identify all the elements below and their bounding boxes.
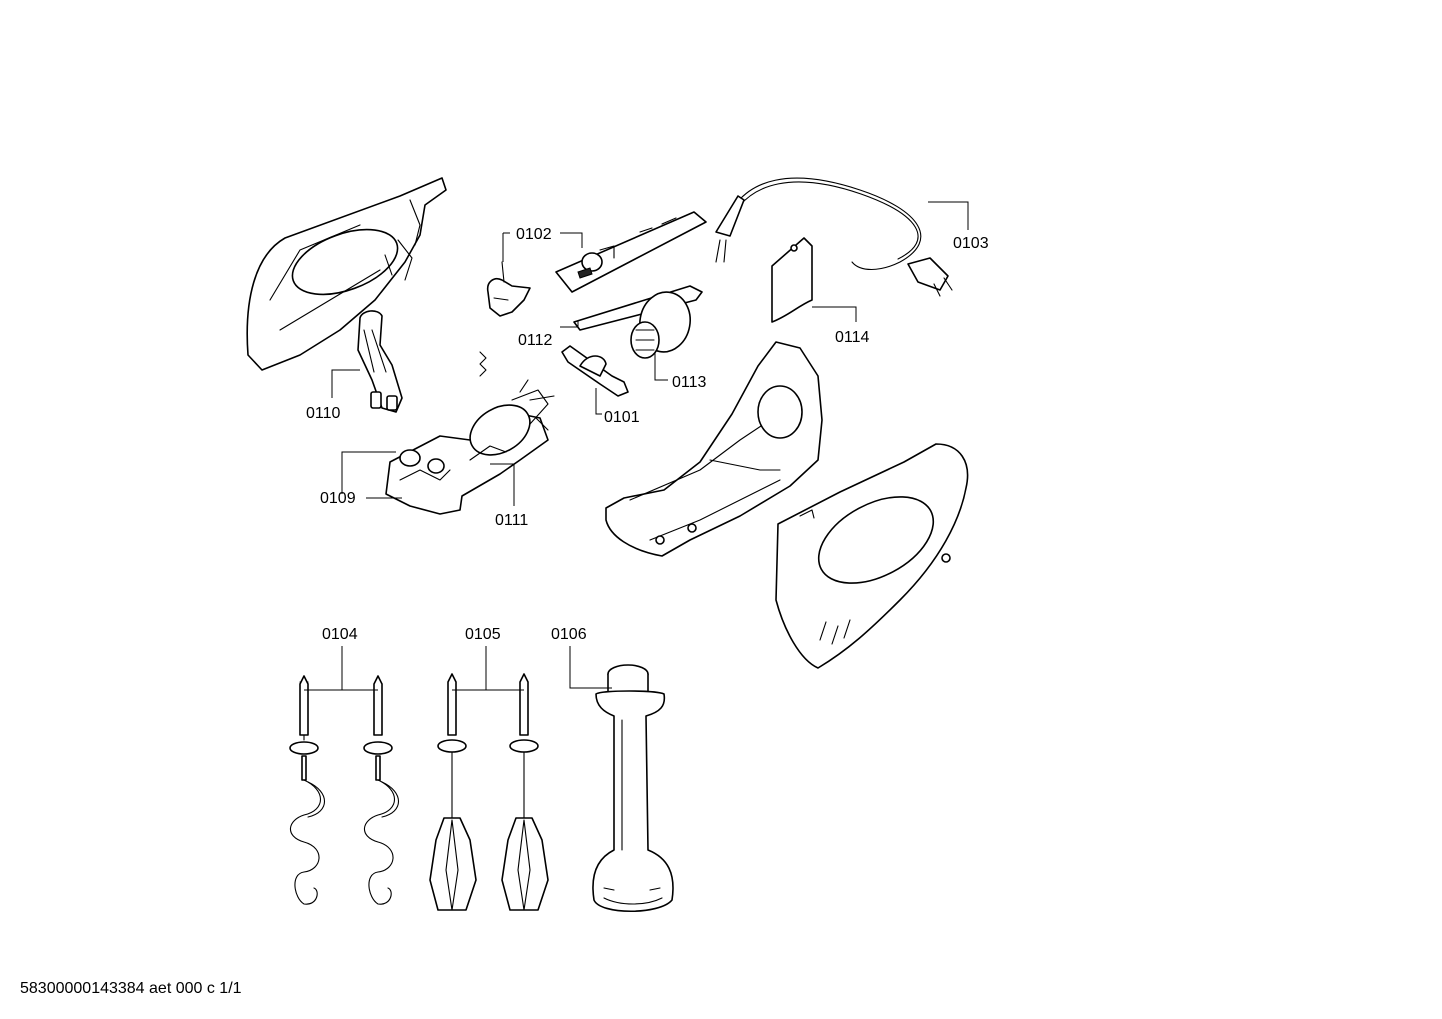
part-0110-switch-lever [357,310,403,413]
part-0113-speed-knob [630,291,691,359]
label-0105: 0105 [465,626,501,643]
housing-top-shell [246,177,447,371]
part-0104-dough-hook-right [363,675,399,905]
part-0102-switch [486,261,531,317]
part-0106-blender-foot [592,664,674,913]
label-0111: 0111 [495,512,528,529]
document-footer-code: 58300000143384 aet 000 c 1/1 [20,980,242,997]
part-0105-whisk-right [501,673,549,911]
label-0112: 0112 [518,332,553,349]
part-0101-ejector [561,345,629,397]
label-0106: 0106 [551,626,587,643]
label-0102: 0102 [516,226,552,243]
part-0103-power-cord [715,177,953,297]
small-spring [479,351,487,377]
circuit-board [555,211,707,293]
part-0105-whisk-left [429,673,477,911]
motor-assembly [385,379,555,515]
label-0109: 0109 [320,490,356,507]
leader-lines [304,201,969,691]
part-labels: 0102 0103 0112 0114 0113 0110 0101 0109 … [306,226,989,643]
label-0110: 0110 [306,405,341,422]
handle-outer-shell [775,443,969,669]
label-0104: 0104 [322,626,358,643]
label-0113: 0113 [672,374,707,391]
part-0114-cover-piece [771,237,813,323]
part-0104-dough-hook-left [289,675,325,905]
label-0114: 0114 [835,329,870,346]
handle-lower-shell [605,341,823,557]
label-0101: 0101 [604,409,640,426]
label-0103: 0103 [953,235,989,252]
